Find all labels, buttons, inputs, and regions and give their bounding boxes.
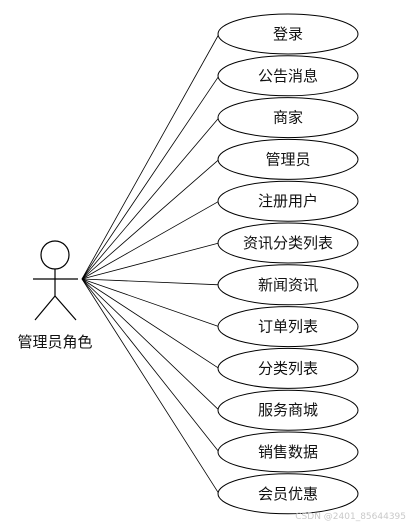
- use-case-ellipse: [217, 306, 359, 348]
- association-line: [81, 278, 220, 453]
- actor-label: 管理员角色: [17, 333, 92, 351]
- use-case: 订单列表: [217, 306, 359, 348]
- association-line: [81, 159, 220, 280]
- use-case-ellipse: [217, 180, 359, 222]
- use-case: 登录: [217, 13, 359, 55]
- association-line: [81, 278, 220, 411]
- association-line: [81, 278, 220, 495]
- association-line: [81, 278, 220, 286]
- use-case-ellipse: [217, 13, 359, 55]
- association-line: [81, 75, 220, 280]
- use-case-label: 订单列表: [258, 318, 318, 336]
- association-line: [81, 200, 220, 280]
- use-case-label: 管理员: [265, 150, 310, 168]
- use-case: 销售数据: [217, 431, 359, 473]
- use-case-label: 销售数据: [258, 443, 318, 461]
- actor-right-leg: [54, 295, 77, 321]
- use-case: 商家: [217, 97, 359, 139]
- use-case-label: 注册用户: [258, 192, 318, 210]
- use-case: 服务商城: [217, 389, 359, 431]
- use-case-label: 服务商城: [258, 401, 318, 419]
- association-line: [81, 33, 220, 280]
- association-line: [81, 278, 220, 327]
- use-case: 管理员: [217, 138, 359, 180]
- use-case-ellipse: [217, 55, 359, 97]
- use-case: 会员优惠: [217, 473, 359, 515]
- use-case-ellipse: [217, 389, 359, 431]
- use-case-label: 分类列表: [258, 359, 318, 377]
- use-case-label: 资讯分类列表: [243, 234, 333, 252]
- use-case: 公告消息: [217, 55, 359, 97]
- use-case-ellipse: [217, 97, 359, 139]
- actor: 管理员角色: [17, 240, 93, 351]
- association-line: [81, 242, 220, 280]
- use-case-list: 登录公告消息商家管理员注册用户资讯分类列表新闻资讯订单列表分类列表服务商城销售数…: [217, 13, 359, 515]
- association-line: [81, 117, 220, 280]
- use-case-ellipse: [217, 431, 359, 473]
- use-case: 新闻资讯: [217, 264, 359, 306]
- use-case-ellipse: [217, 473, 359, 515]
- use-case-label: 公告消息: [258, 67, 318, 85]
- use-case-ellipse: [217, 138, 359, 180]
- use-case-ellipse: [217, 222, 359, 264]
- use-case-label: 新闻资讯: [258, 276, 318, 294]
- use-case-label: 会员优惠: [258, 485, 318, 503]
- actor-head: [40, 240, 70, 270]
- use-case-label: 登录: [273, 25, 303, 43]
- use-case: 资讯分类列表: [217, 222, 359, 264]
- association-line: [81, 278, 220, 369]
- association-lines: [81, 33, 220, 495]
- watermark: CSDN @2401_85644395: [295, 512, 406, 522]
- use-case: 分类列表: [217, 347, 359, 389]
- actor-left-leg: [34, 295, 56, 321]
- use-case: 注册用户: [217, 180, 359, 222]
- use-case-label: 商家: [273, 109, 303, 127]
- use-case-ellipse: [217, 347, 359, 389]
- use-case-ellipse: [217, 264, 359, 306]
